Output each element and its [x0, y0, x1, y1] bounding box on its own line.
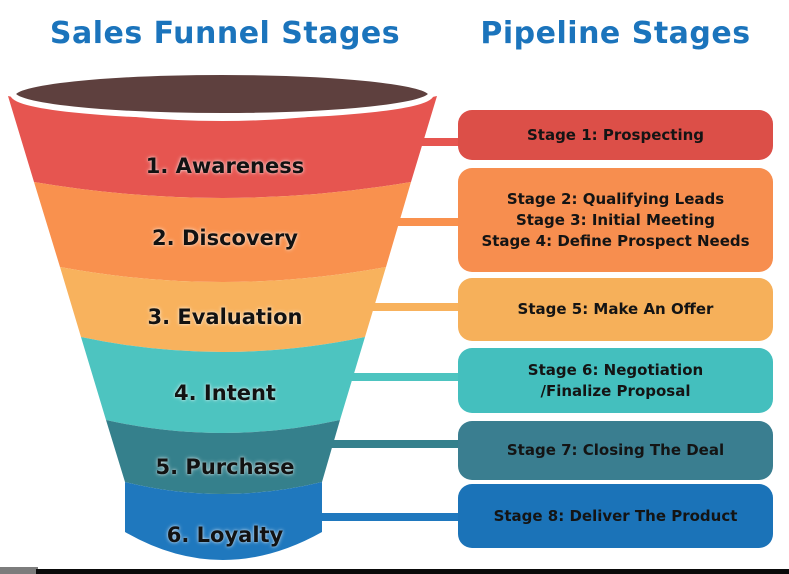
pipeline-box-text: Stage 5: Make An Offer — [517, 300, 714, 318]
funnel-label-discovery: 2. Discovery — [152, 226, 298, 250]
pipeline-box-stage-8: Stage 8: Deliver The Product — [458, 484, 773, 548]
pipeline-box-text: Stage 4: Define Prospect Needs — [481, 231, 750, 250]
pipeline-box-stage-5: Stage 5: Make An Offer — [458, 278, 773, 341]
funnel-band-discovery — [34, 182, 411, 282]
funnel-label-purchase: 5. Purchase — [155, 455, 295, 479]
funnel-label-awareness: 1. Awareness — [145, 154, 305, 178]
funnel-band-loyalty — [125, 482, 322, 560]
pipeline-box-stage-1: Stage 1: Prospecting — [458, 110, 773, 160]
pipeline-box-stage-6: Stage 6: Negotiation /Finalize Proposal — [458, 348, 773, 413]
pipeline-box-text: Stage 1: Prospecting — [526, 125, 705, 144]
funnel-mouth-ellipse — [10, 69, 434, 119]
funnel-band-awareness — [8, 96, 437, 198]
pipeline-box-text: /Finalize Proposal — [540, 381, 691, 400]
bottom-edge-line — [36, 569, 789, 574]
funnel-band-purchase — [106, 420, 340, 494]
bottom-edge-gray-segment — [0, 567, 38, 574]
funnel-label-loyalty: 6. Loyalty — [166, 523, 284, 547]
funnel-band-intent — [81, 337, 365, 433]
funnel-shape — [8, 69, 437, 560]
left-title: Sales Funnel Stages — [49, 16, 401, 51]
pipeline-box-text: Stage 8: Deliver The Product — [493, 506, 738, 525]
funnel-band-evaluation — [60, 267, 386, 352]
pipeline-box-text: Stage 3: Initial Meeting — [515, 210, 716, 229]
pipeline-box-stage-7: Stage 7: Closing The Deal — [458, 421, 773, 480]
right-title: Pipeline Stages — [480, 16, 751, 51]
pipeline-box-stages-2-4: Stage 2: Qualifying Leads Stage 3: Initi… — [458, 168, 773, 272]
pipeline-box-text: Stage 7: Closing The Deal — [506, 441, 725, 459]
funnel-label-intent: 4. Intent — [174, 381, 276, 405]
funnel-label-evaluation: 3. Evaluation — [147, 305, 303, 329]
pipeline-box-text: Stage 2: Qualifying Leads — [506, 189, 725, 208]
pipeline-box-text: Stage 6: Negotiation — [527, 360, 704, 379]
